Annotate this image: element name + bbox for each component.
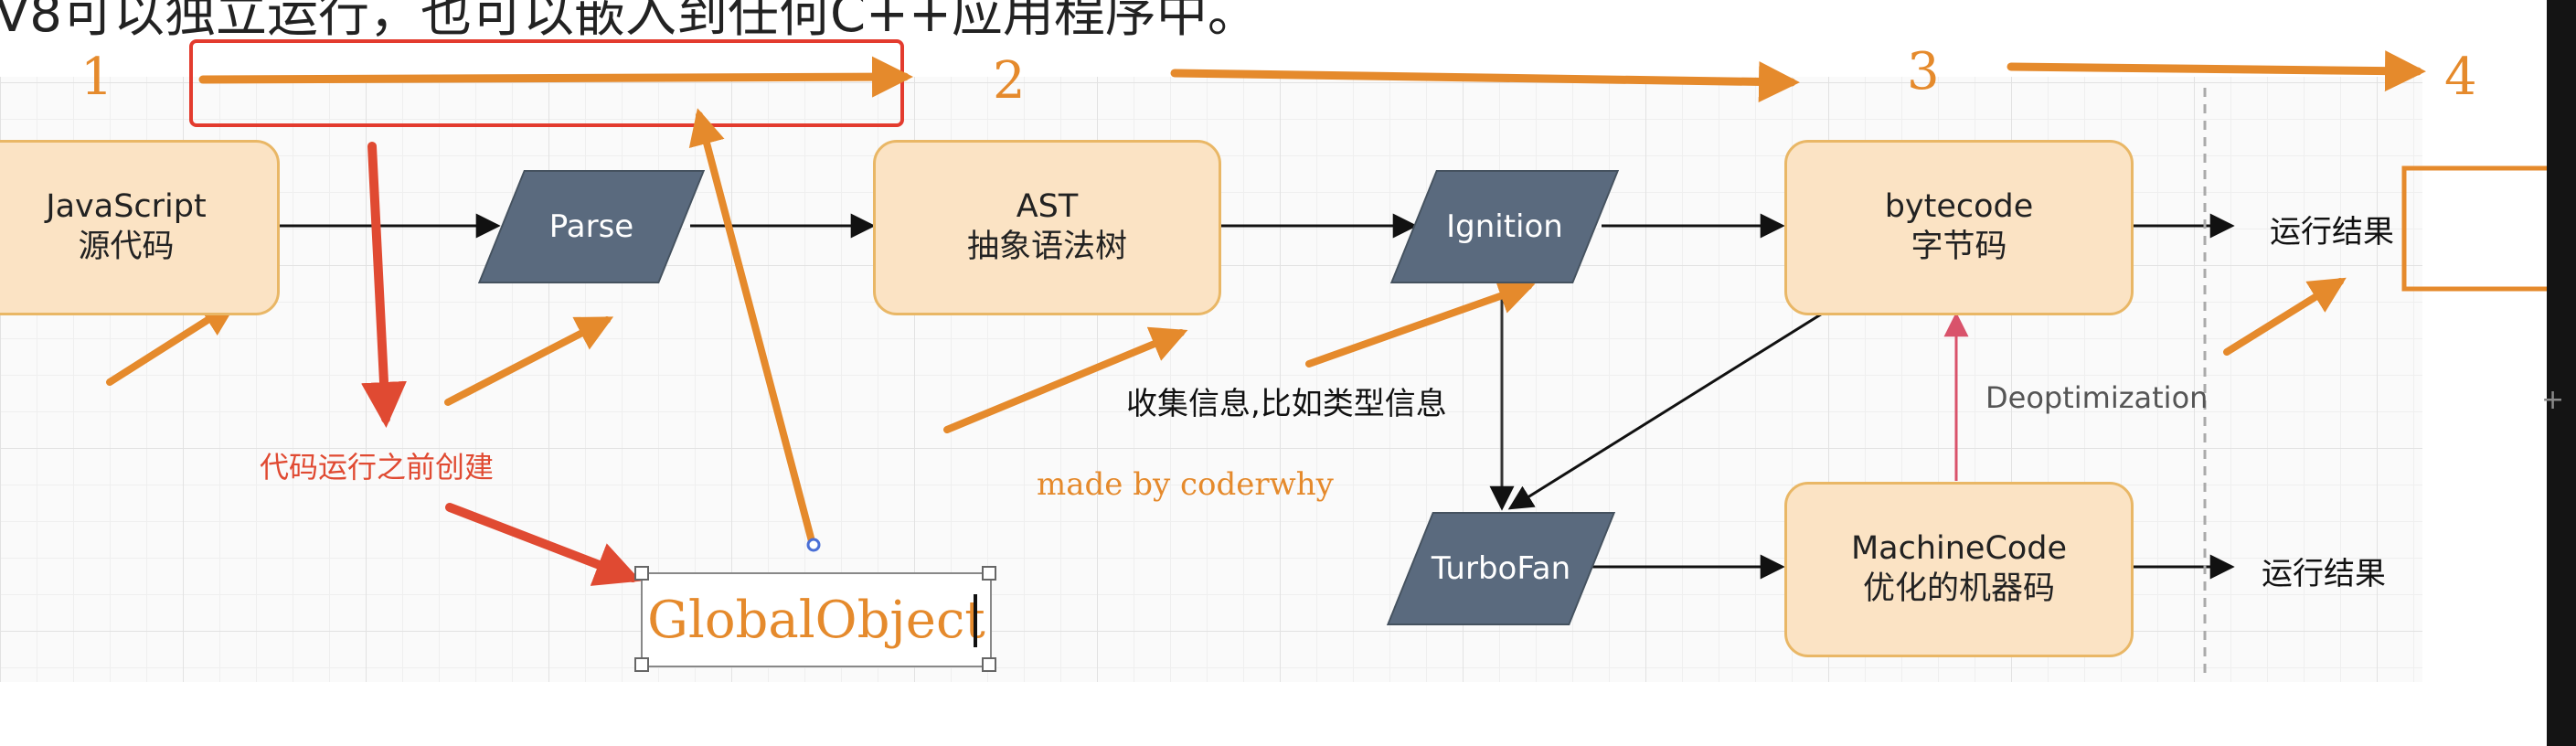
ast-title: AST — [1016, 188, 1079, 226]
parse-process: Parse — [477, 170, 706, 283]
bytecode-node: bytecode 字节码 — [1784, 140, 2134, 315]
resize-handle-bl[interactable] — [634, 657, 649, 672]
result-highlight-box — [2401, 165, 2558, 292]
side-panel-edge — [2547, 0, 2576, 746]
javascript-source-node: JavaScript 源代码 — [0, 140, 280, 315]
javascript-source-title: JavaScript — [46, 188, 207, 226]
collect-info-label: 收集信息,比如类型信息 — [1126, 386, 1447, 422]
plus-icon: + — [2541, 384, 2565, 416]
resize-handle-br[interactable] — [982, 657, 996, 672]
javascript-source-subtitle: 源代码 — [78, 229, 175, 265]
ignition-label: Ignition — [1446, 208, 1563, 245]
turbofan-process: TurboFan — [1386, 512, 1616, 625]
machinecode-title: MachineCode — [1850, 530, 2068, 568]
ast-node: AST 抽象语法树 — [873, 140, 1221, 315]
resize-handle-tr[interactable] — [982, 566, 996, 581]
header-text: V8可以独立运行，也可以嵌入到任何C++应用程序中。 — [0, 0, 1259, 44]
machinecode-node: MachineCode 优化的机器码 — [1784, 482, 2134, 657]
ast-subtitle: 抽象语法树 — [966, 229, 1127, 265]
global-object-textbox[interactable]: GlobalObject — [641, 572, 992, 667]
step-number-3: 3 — [1907, 42, 1940, 101]
step-number-4: 4 — [2444, 48, 2477, 107]
result-label-bottom: 运行结果 — [2262, 556, 2386, 592]
text-cursor — [974, 594, 977, 647]
machinecode-subtitle: 优化的机器码 — [1862, 570, 2055, 607]
bytecode-title: bytecode — [1884, 188, 2034, 226]
global-object-text: GlobalObject — [647, 590, 985, 650]
ignition-process: Ignition — [1389, 170, 1620, 283]
step-number-2: 2 — [993, 51, 1026, 111]
arrow-bytecode-to-turbofan — [1507, 311, 1825, 510]
resize-handle-tl[interactable] — [634, 566, 649, 581]
created-before-run-note: 代码运行之前创建 — [260, 450, 495, 485]
result-label-top: 运行结果 — [2270, 214, 2394, 250]
turbofan-label: TurboFan — [1431, 550, 1571, 587]
bytecode-subtitle: 字节码 — [1911, 229, 2007, 265]
parse-label: Parse — [548, 208, 634, 245]
watermark-text: made by coderwhy — [1037, 466, 1334, 503]
step-number-1: 1 — [80, 48, 113, 107]
deoptimization-label: Deoptimization — [1985, 380, 2209, 415]
